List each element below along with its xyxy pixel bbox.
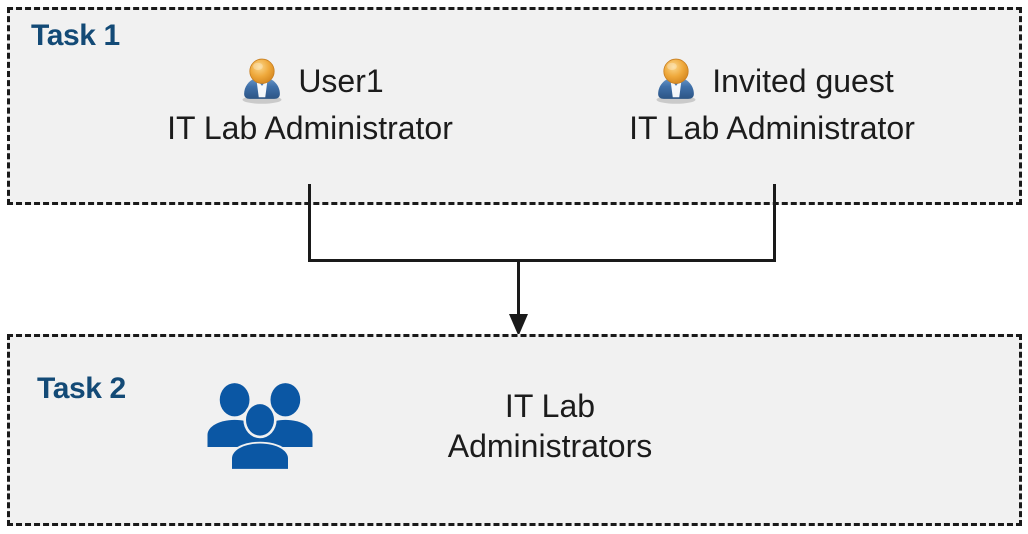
user-group-icon	[207, 383, 313, 472]
group-icon-wrap	[180, 380, 340, 472]
group-row: IT Lab Administrators	[180, 380, 740, 472]
group-label-line2: Administrators	[447, 428, 653, 464]
person-user1: User1 IT Lab Administrator	[130, 52, 490, 146]
single-user-icon	[242, 58, 282, 104]
person-user1-role: IT Lab Administrator	[167, 110, 453, 146]
person-invited-guest-row: Invited guest	[592, 52, 952, 110]
task-2-label: Task 2	[37, 372, 126, 405]
group-label: IT Lab Administrators	[340, 386, 740, 466]
person-invited-guest-role: IT Lab Administrator	[629, 110, 915, 146]
task-2-container	[7, 334, 1022, 526]
task-1-container	[7, 7, 1022, 205]
person-invited-guest-name: Invited guest	[712, 63, 894, 99]
connector-arrowhead	[509, 314, 528, 336]
group-label-line1: IT Lab	[504, 388, 596, 424]
person-user1-name: User1	[298, 63, 384, 99]
task-1-label: Task 1	[31, 19, 120, 52]
person-invited-guest: Invited guest IT Lab Administrator	[592, 52, 952, 146]
person-user1-row: User1	[130, 52, 490, 110]
single-user-icon	[656, 58, 696, 104]
